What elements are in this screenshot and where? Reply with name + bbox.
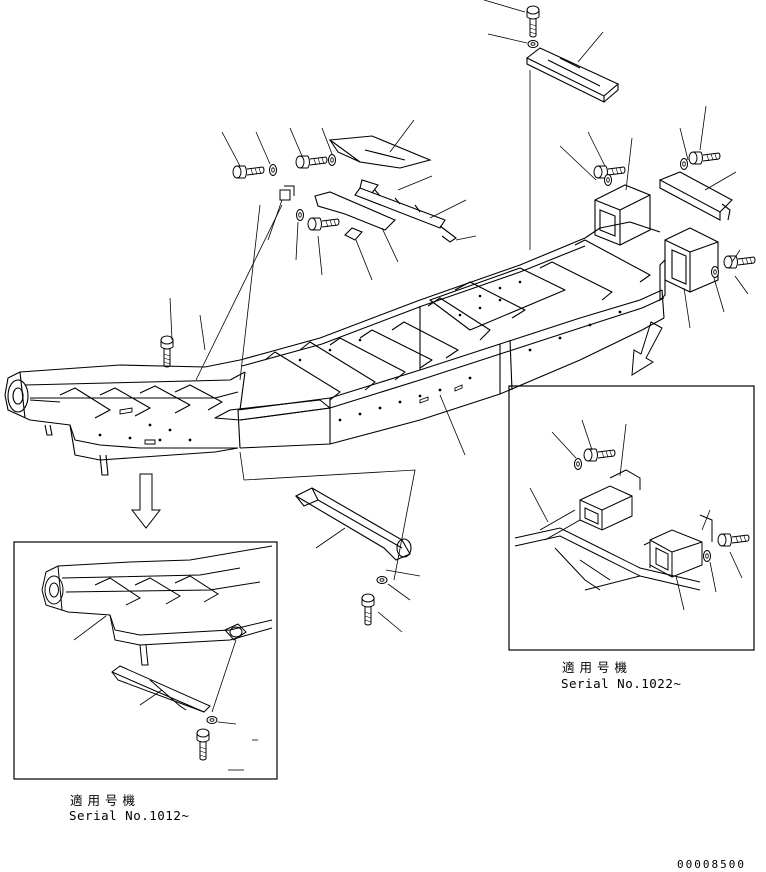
ir-washer-2-icon — [703, 550, 711, 562]
inset-left-applicable-label: 適用号機 — [70, 793, 141, 808]
brace-leader-lines — [239, 451, 421, 633]
frame-slots — [119, 384, 463, 445]
right-leader-lines — [559, 105, 749, 329]
top-bolt-icon — [526, 5, 540, 38]
lower-brace — [294, 487, 412, 561]
r-bolt-2-icon — [688, 151, 721, 165]
ul-washer-1-icon — [269, 164, 277, 176]
front-bolt-icon — [160, 335, 174, 368]
inset-left-parts — [41, 545, 273, 713]
inset-left-leader-lines — [73, 615, 258, 771]
arrow-right-inset-icon — [631, 321, 663, 376]
inset-left-frame — [13, 541, 278, 780]
inset-right-parts — [514, 469, 713, 591]
top-washer-icon — [527, 40, 539, 48]
right-bracket-assembly — [594, 171, 733, 302]
ul-washer-2-icon — [328, 154, 336, 166]
il-washer-icon — [206, 716, 218, 724]
inset-right-applicable-label: 適用号機 — [562, 660, 633, 675]
r-washer-1-icon — [604, 174, 612, 186]
inset-left-serial-label: Serial No.1012~ — [69, 808, 190, 823]
main-frame — [4, 221, 665, 476]
r-washer-2-icon — [680, 158, 688, 170]
upper-left-bracket — [314, 135, 457, 243]
inset-right-frame — [508, 385, 755, 651]
r-washer-3-icon — [711, 266, 719, 278]
drawing-code: 00008500 — [677, 858, 746, 871]
brace-bolt-icon — [361, 593, 375, 626]
r-bolt-3-icon — [723, 255, 756, 269]
front-leader-lines — [169, 297, 466, 456]
ul-washer-3-icon — [296, 209, 304, 221]
ir-bolt-2-icon — [717, 533, 750, 547]
ir-bolt-1-icon — [583, 448, 616, 462]
arrow-left-inset-icon — [130, 473, 162, 529]
top-cover-plate — [525, 47, 620, 103]
top-leader-lines — [483, 0, 604, 250]
inset-right-leader-lines — [529, 419, 743, 611]
ul-leader-lines — [195, 119, 477, 381]
il-bolt-icon — [196, 728, 210, 761]
frame-holes — [98, 280, 622, 442]
ul-spacers — [279, 185, 295, 201]
ul-bolt-2-icon — [295, 155, 328, 169]
inset-right-serial-label: Serial No.1022~ — [561, 676, 682, 691]
ir-washer-1-icon — [574, 458, 582, 470]
ul-bolt-3-icon — [307, 217, 340, 231]
brace-washer-icon — [376, 576, 388, 584]
ul-bolt-1-icon — [232, 165, 265, 179]
